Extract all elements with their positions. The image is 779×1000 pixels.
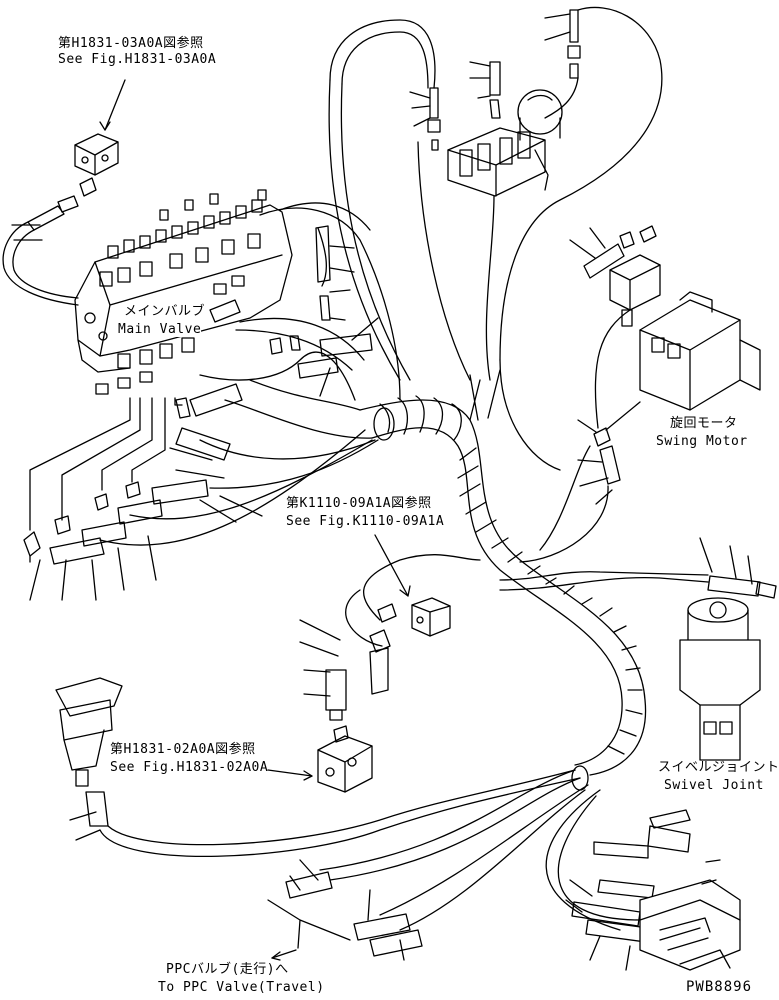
solenoid-valve-top	[427, 9, 581, 197]
bracket-bottom-right	[639, 809, 741, 971]
drawing-code: PWB8896	[686, 979, 753, 995]
swivel-joint-label-en: Swivel Joint	[664, 778, 764, 793]
ppc-valve-label-en: To PPC Valve(Travel)	[158, 980, 325, 995]
hose-bundle-wrap	[359, 395, 647, 791]
fittings-bottom	[285, 825, 691, 957]
small-block-top	[74, 133, 119, 176]
ppc-valve-label-jp: PPCバルブ(走行)へ	[166, 962, 289, 977]
ref-k1110-09a1a-en: See Fig.K1110-09A1A	[286, 514, 445, 529]
center-block-k1110	[411, 597, 451, 637]
fittings-lower-left	[23, 225, 373, 565]
swing-motor-shape	[583, 225, 761, 411]
swivel-joint-label-jp: スイベルジョイント	[658, 760, 779, 775]
ref-h1831-03a0a-jp: 第H1831-03A0A図参照	[58, 36, 204, 51]
ref-h1831-02a0a-en: See Fig.H1831-02A0A	[110, 760, 269, 775]
ref-k1110-09a1a-jp: 第K1110-09A1A図参照	[286, 496, 432, 511]
main-valve-label-en: Main Valve	[118, 322, 202, 337]
main-valve-shape	[74, 189, 293, 395]
swivel-joint-shape	[679, 575, 777, 761]
main-valve-label-jp: メインバルブ	[124, 304, 206, 319]
ref-h1831-03a0a-en: See Fig.H1831-03A0A	[58, 52, 217, 67]
ref-h1831-02a0a-jp: 第H1831-02A0A図参照	[110, 742, 256, 757]
swing-motor-label-jp: 旋回モータ	[670, 416, 738, 431]
swing-motor-label-en: Swing Motor	[656, 434, 748, 449]
fitting-group-left	[11, 177, 97, 241]
lower-block-h1831-02a0a	[317, 725, 373, 793]
